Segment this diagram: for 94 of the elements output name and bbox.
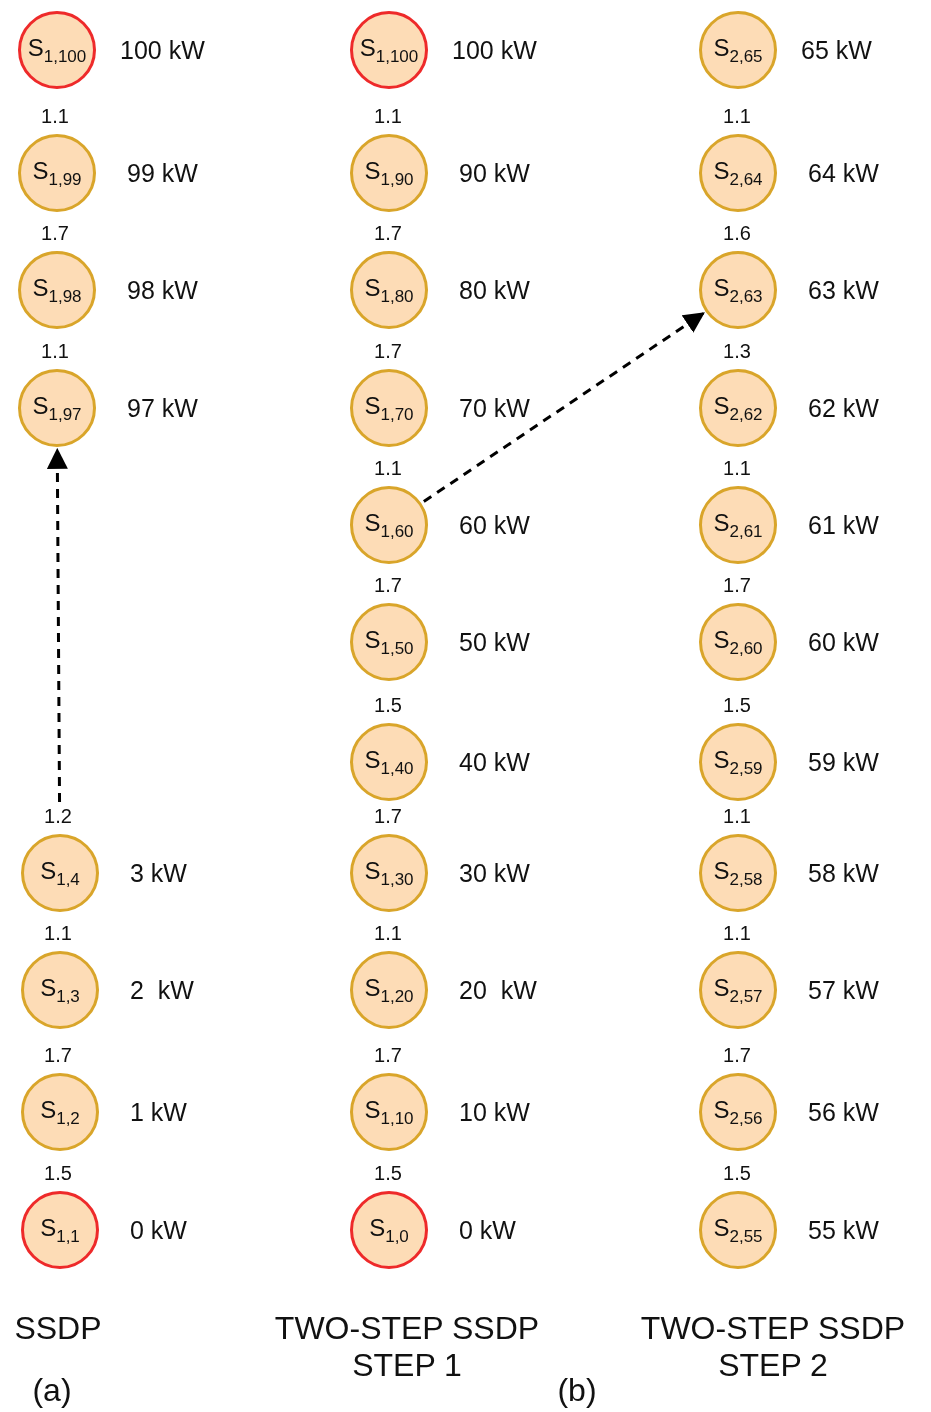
- transition-value: 1.5: [44, 1161, 72, 1185]
- state-label: S$_{2,61}$: [713, 508, 763, 542]
- state-label: S$_{2,65}$: [713, 33, 763, 67]
- state-label: S$_{1,0}$: [369, 1213, 409, 1247]
- power-value: 57 kW: [808, 975, 879, 1005]
- transition-value: 1.1: [723, 104, 751, 128]
- state-label: S$_{1,20}$: [364, 973, 414, 1007]
- state-label: S$_{1,99}$: [32, 156, 82, 190]
- state-label: S$_{2,58}$: [713, 856, 763, 890]
- power-value: 99 kW: [127, 158, 198, 188]
- power-value: 50 kW: [459, 627, 530, 657]
- transition-value: 1.1: [723, 921, 751, 945]
- state-label: S$_{1,2}$: [40, 1095, 80, 1129]
- power-value: 60 kW: [459, 510, 530, 540]
- power-value: 55 kW: [808, 1215, 879, 1245]
- power-value: 80 kW: [459, 275, 530, 305]
- power-value: 100 kW: [452, 35, 537, 65]
- transition-value: 1.5: [723, 693, 751, 717]
- state-label: S$_{2,56}$: [713, 1095, 763, 1129]
- transition-value: 1.7: [41, 221, 69, 245]
- transition-value: 1.1: [41, 104, 69, 128]
- power-value: 60 kW: [808, 627, 879, 657]
- power-value: 58 kW: [808, 858, 879, 888]
- transition-value: 1.7: [44, 1043, 72, 1067]
- transition-value: 1.5: [374, 1161, 402, 1185]
- transition-value: 1.5: [374, 693, 402, 717]
- state-label: S$_{1,4}$: [40, 856, 80, 890]
- state-label: S$_{1,50}$: [364, 625, 414, 659]
- panel-label: (a): [32, 1372, 72, 1409]
- state-label: S$_{1,98}$: [32, 273, 82, 307]
- column-title: TWO-STEP SSDP STEP 2: [639, 1310, 907, 1384]
- column-title: SSDP: [13, 1310, 103, 1347]
- power-value: 64 kW: [808, 158, 879, 188]
- column-title: TWO-STEP SSDP STEP 1: [273, 1310, 541, 1384]
- transition-value: 1.1: [374, 921, 402, 945]
- state-label: S$_{1,97}$: [32, 391, 82, 425]
- power-value: 40 kW: [459, 747, 530, 777]
- power-value: 65 kW: [801, 35, 872, 65]
- power-value: 62 kW: [808, 393, 879, 423]
- arrow: [46, 447, 68, 802]
- transition-value: 1.7: [374, 804, 402, 828]
- state-label: S$_{1,30}$: [364, 856, 414, 890]
- transition-value: 1.7: [374, 573, 402, 597]
- transition-value: 1.1: [374, 104, 402, 128]
- state-label: S$_{1,40}$: [364, 745, 414, 779]
- transition-value: 1.1: [723, 804, 751, 828]
- transition-value: 1.7: [374, 221, 402, 245]
- transition-value: 1.7: [374, 1043, 402, 1067]
- transition-value: 1.1: [374, 456, 402, 480]
- power-value: 70 kW: [459, 393, 530, 423]
- state-label: S$_{1,10}$: [364, 1095, 414, 1129]
- state-label: S$_{2,64}$: [713, 156, 763, 190]
- state-label: S$_{2,59}$: [713, 745, 763, 779]
- power-value: 20 kW: [459, 975, 537, 1005]
- transition-value: 1.1: [44, 921, 72, 945]
- arrow: [423, 312, 705, 503]
- state-label: S$_{2,57}$: [713, 973, 763, 1007]
- transition-value: 1.1: [723, 456, 751, 480]
- power-value: 100 kW: [120, 35, 205, 65]
- state-label: S$_{1,80}$: [364, 273, 414, 307]
- power-value: 3 kW: [130, 858, 187, 888]
- state-label: S$_{1,70}$: [364, 391, 414, 425]
- power-value: 97 kW: [127, 393, 198, 423]
- transition-value: 1.3: [723, 339, 751, 363]
- transition-value: 1.6: [723, 221, 751, 245]
- state-label: S$_{1,90}$: [364, 156, 414, 190]
- transition-value: 1.5: [723, 1161, 751, 1185]
- power-value: 56 kW: [808, 1097, 879, 1127]
- power-value: 90 kW: [459, 158, 530, 188]
- state-label: S$_{2,55}$: [713, 1213, 763, 1247]
- power-value: 0 kW: [459, 1215, 516, 1245]
- state-label: S$_{2,62}$: [713, 391, 763, 425]
- state-label: S$_{2,63}$: [713, 273, 763, 307]
- transition-value: 1.2: [44, 804, 72, 828]
- state-label: S$_{1,3}$: [40, 973, 80, 1007]
- state-label: S$_{2,60}$: [713, 625, 763, 659]
- power-value: 30 kW: [459, 858, 530, 888]
- state-label: S$_{1,1}$: [40, 1213, 80, 1247]
- power-value: 2 kW: [130, 975, 194, 1005]
- transition-value: 1.7: [723, 573, 751, 597]
- transition-value: 1.7: [723, 1043, 751, 1067]
- transition-value: 1.7: [374, 339, 402, 363]
- power-value: 1 kW: [130, 1097, 187, 1127]
- state-label: S$_{1,100}$: [359, 33, 419, 67]
- power-value: 0 kW: [130, 1215, 187, 1245]
- panel-label: (b): [557, 1372, 597, 1409]
- power-value: 63 kW: [808, 275, 879, 305]
- power-value: 98 kW: [127, 275, 198, 305]
- state-label: S$_{1,100}$: [27, 33, 87, 67]
- power-value: 61 kW: [808, 510, 879, 540]
- power-value: 59 kW: [808, 747, 879, 777]
- transition-value: 1.1: [41, 339, 69, 363]
- power-value: 10 kW: [459, 1097, 530, 1127]
- state-label: S$_{1,60}$: [364, 508, 414, 542]
